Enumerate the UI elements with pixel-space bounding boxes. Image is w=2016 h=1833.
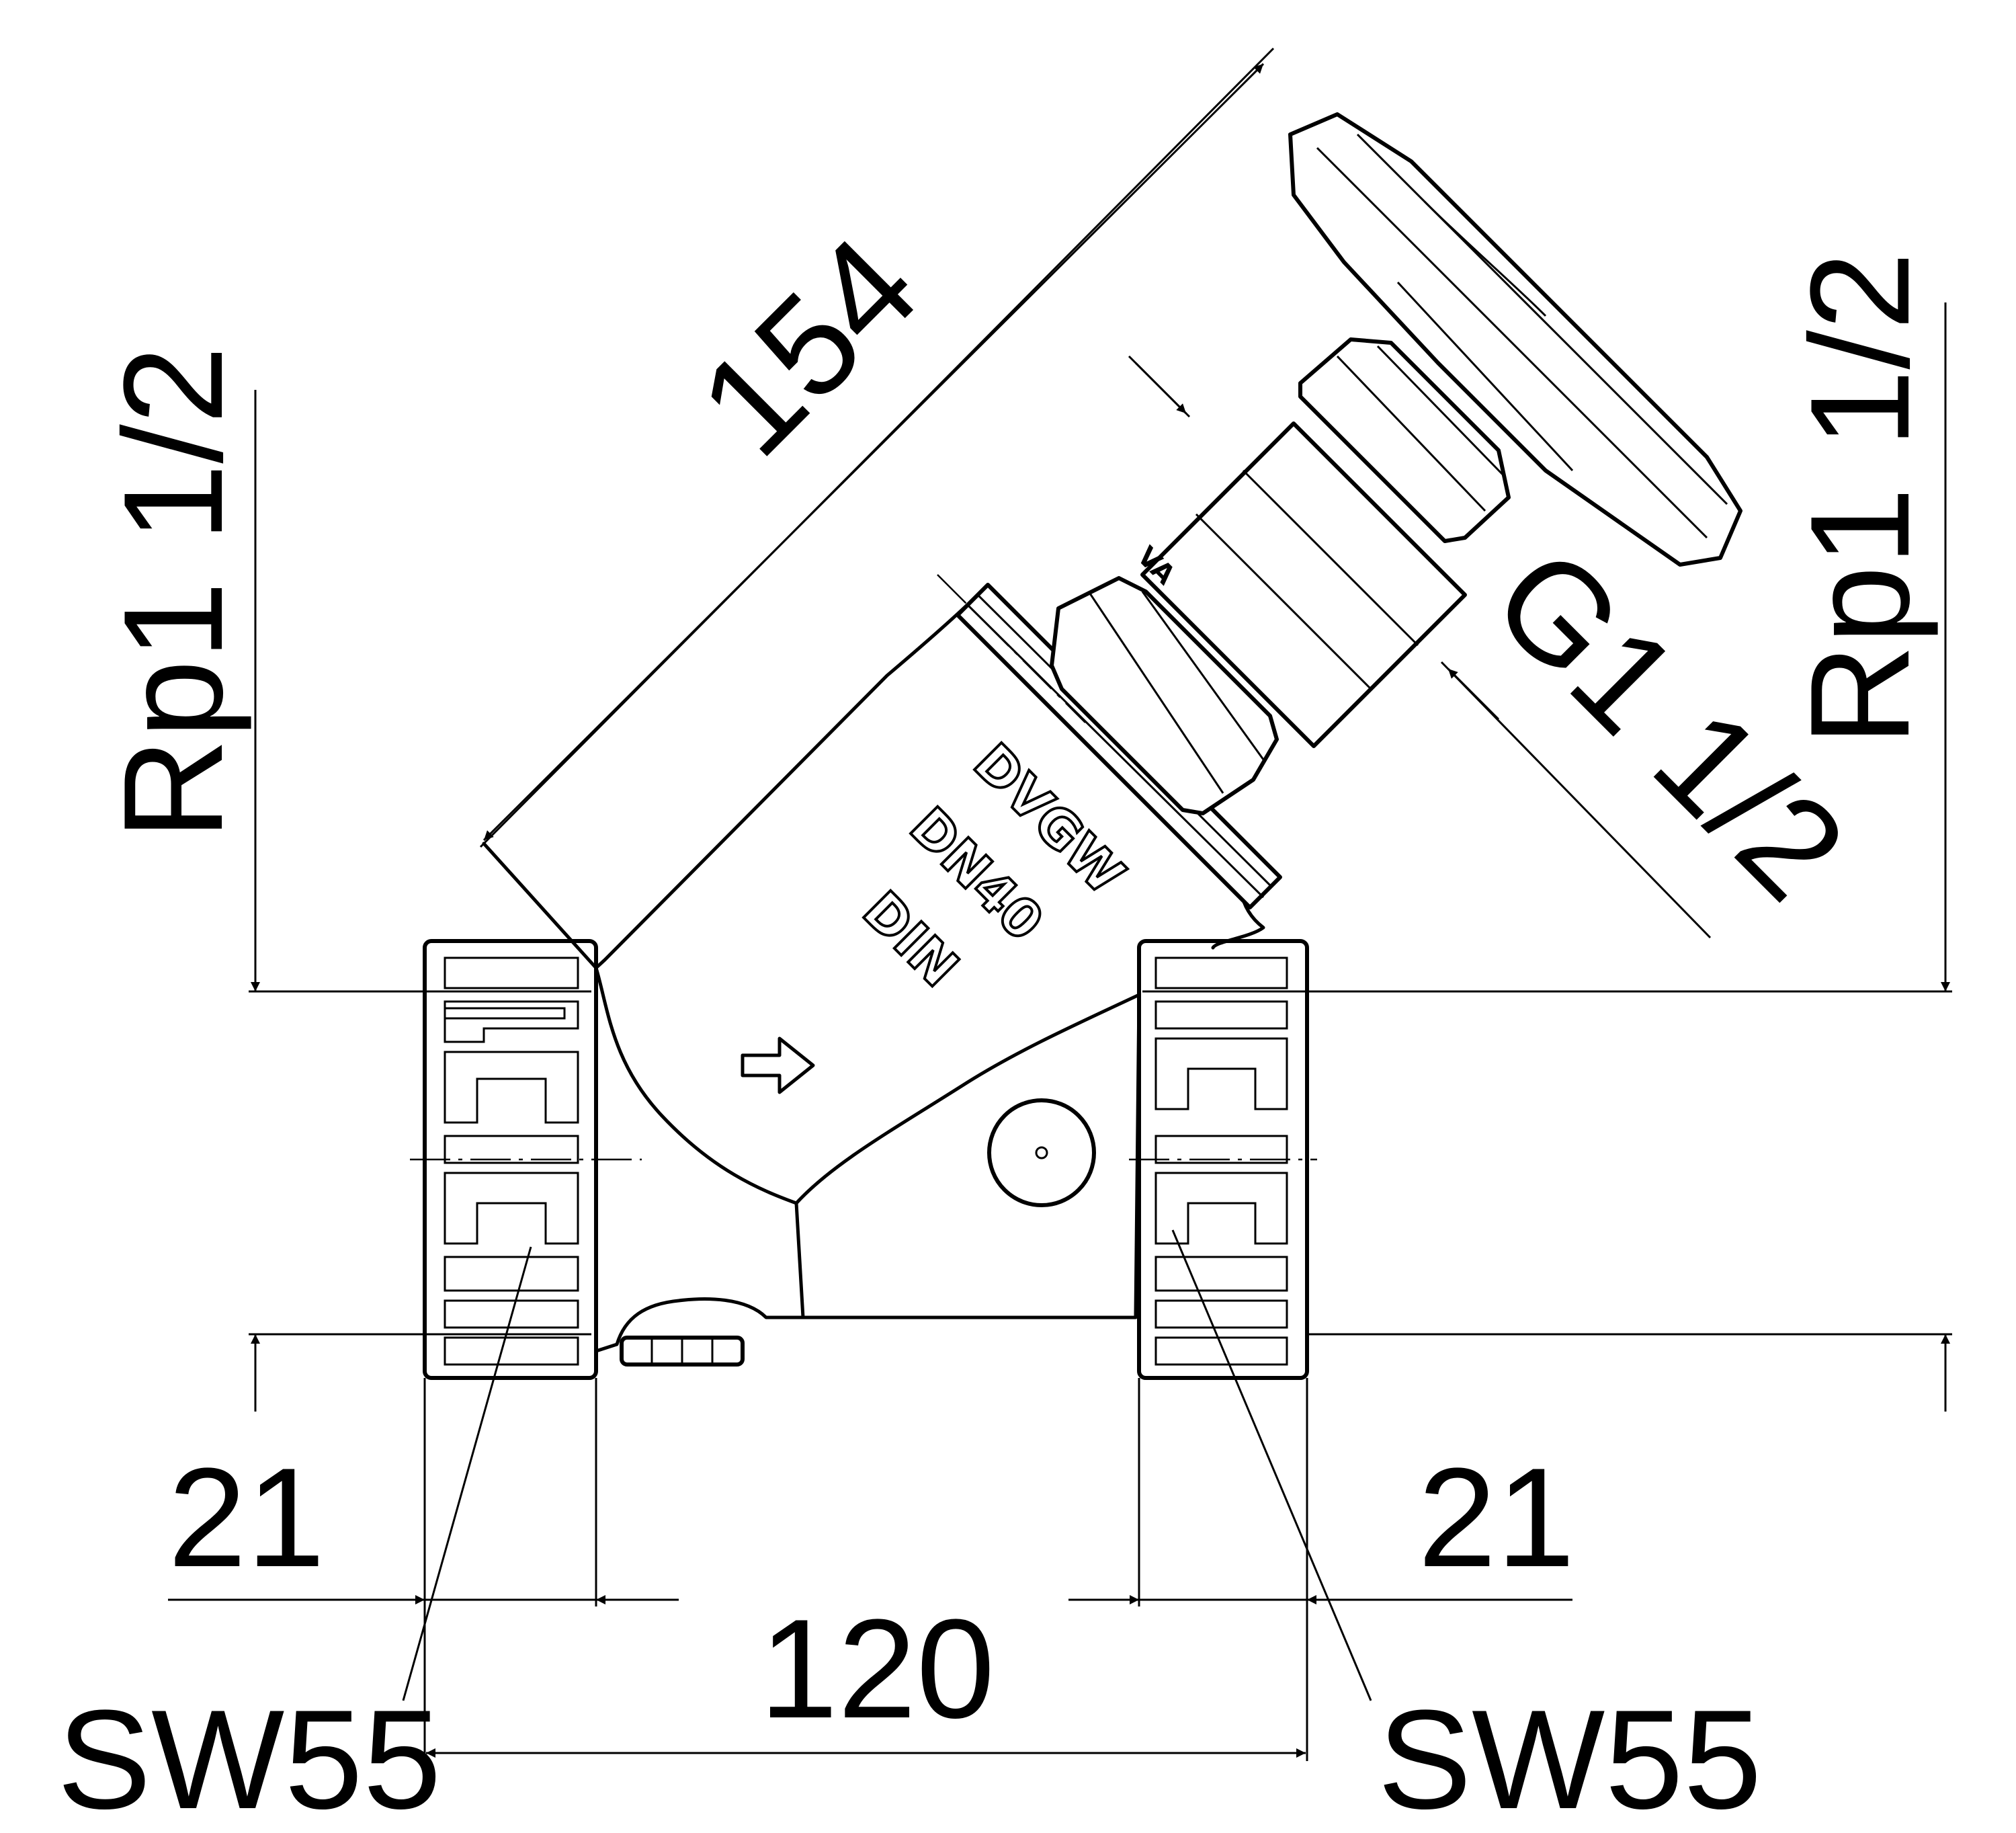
flow-arrow-icon: [741, 1036, 815, 1094]
dim-right-thread: Rp1 1/2: [1781, 251, 1939, 746]
drain-plug: [620, 1336, 745, 1367]
dim-left-engagement: 21: [168, 1438, 325, 1596]
body-casting: [594, 966, 1141, 1353]
dim-overall-length: 154: [669, 207, 948, 485]
dim-right-engagement: 21: [1418, 1438, 1575, 1596]
measuring-port: [987, 1098, 1096, 1207]
top-nut: [1298, 337, 1511, 543]
marking-din: DIN: [851, 881, 970, 999]
handwheel: [1288, 112, 1742, 567]
dim-left-thread: Rp1 1/2: [94, 345, 252, 840]
dim-left-wrench: SW55: [57, 1680, 442, 1833]
dim-right-wrench: SW55: [1378, 1680, 1762, 1833]
dim-face-to-face: 120: [759, 1590, 995, 1748]
